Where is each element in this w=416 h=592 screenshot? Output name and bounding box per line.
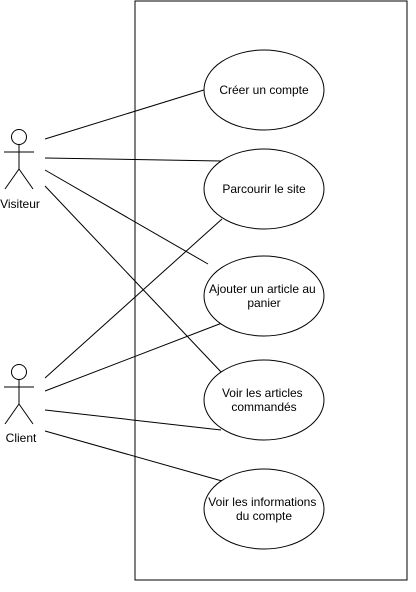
actor-client[interactable]: Client xyxy=(4,364,37,446)
usecase-label: Voir les informations du compte xyxy=(208,495,319,523)
usecase-voir-articles[interactable]: Voir les articles commandés xyxy=(203,359,325,441)
usecase-label: Voir les articles commandés xyxy=(222,386,306,414)
association-visiteur-voir-articles xyxy=(44,185,223,374)
stick-figure-icon xyxy=(4,129,34,190)
stick-figure-icon xyxy=(4,364,34,425)
actor-label: Visiteur xyxy=(0,197,40,211)
association-client-voir-informations xyxy=(44,430,223,482)
association-visiteur-ajouter-article xyxy=(44,169,209,265)
association-visiteur-parcourir-site xyxy=(44,157,222,162)
usecase-parcourir-site[interactable]: Parcourir le site xyxy=(203,148,325,230)
usecase-label: Ajouter un article au panier xyxy=(209,282,319,310)
usecase-creer-compte[interactable]: Créer un compte xyxy=(203,49,325,131)
usecase-label: Créer un compte xyxy=(219,83,309,97)
usecase-label: Parcourir le site xyxy=(222,182,306,196)
association-client-parcourir-site xyxy=(44,218,223,379)
usecase-voir-informations[interactable]: Voir les informations du compte xyxy=(203,468,325,550)
association-visiteur-creer-compte xyxy=(44,88,208,140)
association-client-voir-articles xyxy=(44,409,222,431)
actor-label: Client xyxy=(6,431,37,445)
actor-visiteur[interactable]: Visiteur xyxy=(0,129,40,212)
usecase-ajouter-article[interactable]: Ajouter un article au panier xyxy=(203,255,325,337)
association-client-ajouter-article xyxy=(44,322,223,392)
